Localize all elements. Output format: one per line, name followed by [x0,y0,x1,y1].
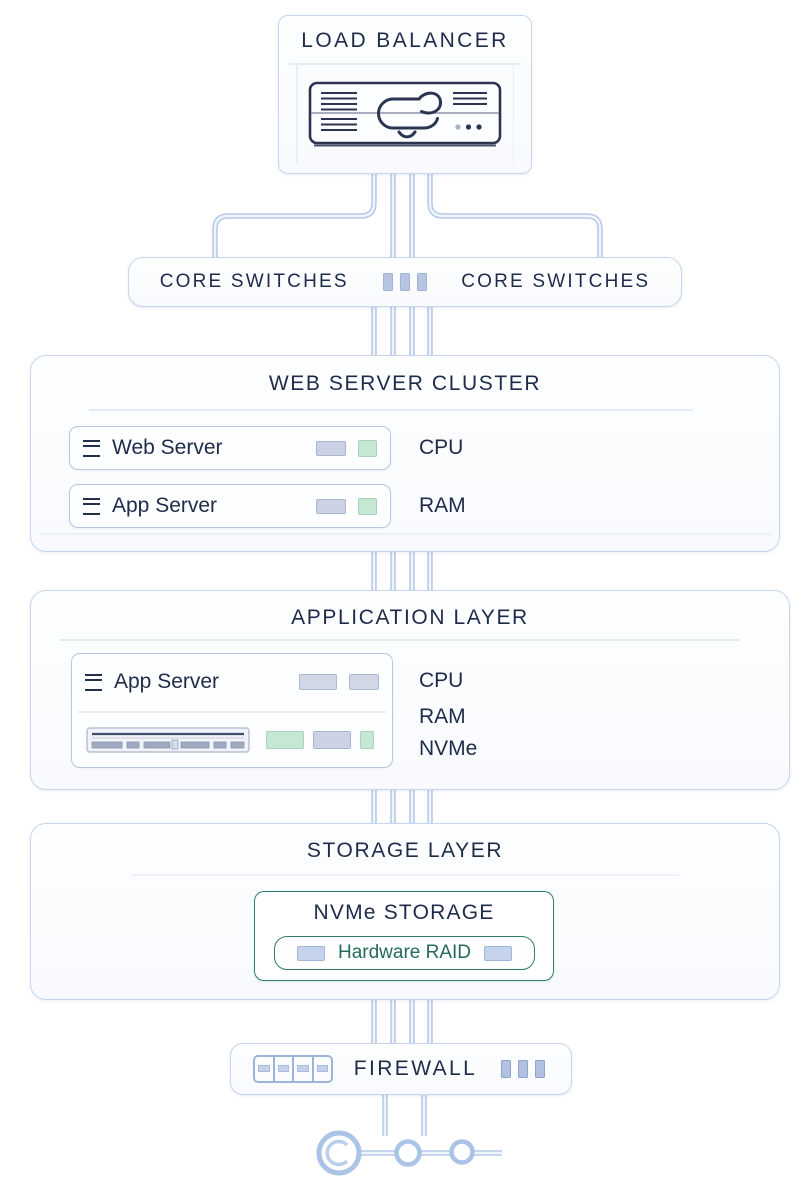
port-strip-icon [253,1055,333,1083]
gray-chip [484,945,513,961]
server-label: Web Server [112,436,223,459]
application-layer-node: APPLICATION LAYER App Server [30,590,790,790]
wire-switches-to-web [371,304,433,357]
core-switch-left-label: CORE SWITCHES [159,271,349,292]
divider [89,409,693,411]
load-balancer-appliance-icon [308,81,502,147]
metric-label: RAM [419,494,466,517]
wire-firewall-to-footer [382,1093,427,1136]
network-chain-icon [316,1130,502,1176]
menu-icon [83,439,100,457]
green-chip [360,731,374,749]
load-balancer-node: LOAD BALANCER [278,15,532,174]
inner-frame-line [296,63,298,164]
core-switches-node: CORE SWITCHES CORE SWITCHES [128,257,682,307]
metric-label: CPU [419,669,464,692]
firewall-node: FIREWALL [230,1043,572,1095]
menu-icon [85,673,102,691]
web-server-row: Web Server [69,426,391,470]
green-chip [266,731,304,749]
green-chip [358,439,377,457]
divider [131,874,679,876]
three-bars-icon [380,273,431,291]
gray-chip [349,674,379,690]
storage-layer-title: STORAGE LAYER [306,839,504,862]
web-server-cluster-title: WEB SERVER CLUSTER [268,372,542,395]
wire-app-to-storage [371,786,433,825]
divider [39,533,771,535]
ram-stick-icon [86,727,250,753]
hardware-raid-label: Hardware RAID [337,942,472,963]
gray-chip [316,440,346,456]
inner-frame-line [512,63,514,164]
divider [59,639,739,641]
app-server-card: App Server [71,653,393,768]
metric-label: NVMe [419,737,478,760]
gray-chip [296,945,325,961]
web-server-cluster-node: WEB SERVER CLUSTER Web Server CPU App Se… [30,355,780,552]
wire-lb-to-switches [212,171,603,258]
app-server-row: App Server [69,484,391,528]
server-label: App Server [114,670,220,693]
app-server-card-header: App Server [72,654,392,710]
core-switch-right-label: CORE SWITCHES [461,271,651,292]
load-balancer-title: LOAD BALANCER [301,29,509,52]
green-chip [358,497,377,515]
metric-label: CPU [419,436,464,459]
wire-web-to-app [371,548,433,592]
menu-icon [83,497,100,515]
server-label: App Server [112,494,218,517]
gray-chip [313,731,351,749]
nvme-storage-title: NVMe STORAGE [313,901,495,924]
gray-chip [316,498,346,514]
three-bars-icon [498,1060,549,1078]
metric-label: RAM [419,705,466,728]
divider [78,711,386,713]
divider [289,63,521,65]
application-layer-title: APPLICATION LAYER [291,606,529,629]
firewall-label: FIREWALL [353,1057,478,1080]
nvme-storage-card: NVMe STORAGE Hardware RAID [254,891,554,981]
wire-storage-to-firewall [371,996,433,1045]
app-server-card-hardware [72,713,392,767]
hardware-raid-badge: Hardware RAID [274,936,535,970]
gray-chip [299,674,337,690]
storage-layer-node: STORAGE LAYER NVMe STORAGE Hardware RAID [30,823,780,1000]
